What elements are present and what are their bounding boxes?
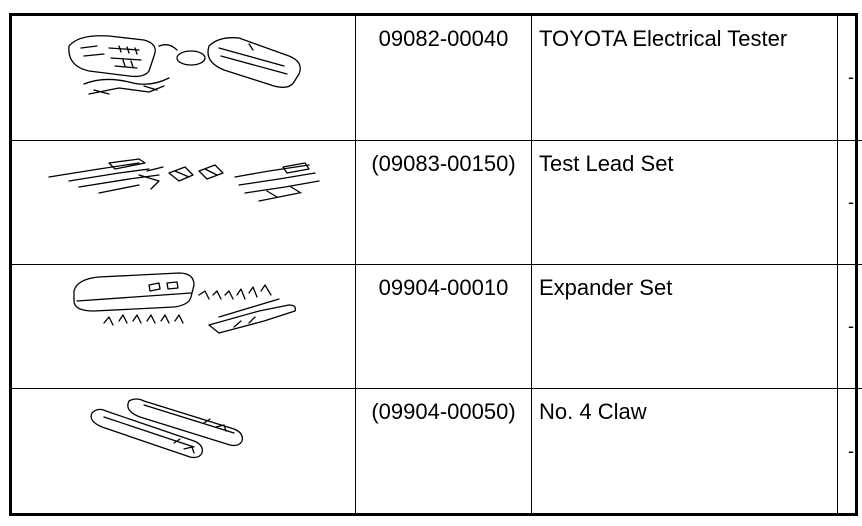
electrical-tester-icon <box>67 35 301 95</box>
tool-name: Expander Set <box>531 263 838 390</box>
table-row: (09904-00050) No. 4 Claw - <box>12 388 862 513</box>
note-cell: - <box>837 16 862 141</box>
note-cell: - <box>837 388 862 513</box>
tool-name: No. 4 Claw <box>531 388 838 513</box>
part-number: (09083-00150) <box>355 139 532 266</box>
special-tools-table: 09082-00040 TOYOTA Electrical Tester - <box>12 16 862 513</box>
part-number: (09904-00050) <box>355 388 532 513</box>
special-tools-table-frame: 09082-00040 TOYOTA Electrical Tester - <box>9 13 862 516</box>
tool-name: Test Lead Set <box>531 139 838 266</box>
expander-set-icon <box>72 272 296 334</box>
note-cell: - <box>837 263 862 390</box>
table-row: (09083-00150) Test Lead Set - <box>12 139 862 266</box>
claw-icon <box>89 398 243 459</box>
tool-illustration-cell <box>12 263 356 390</box>
table-row: 09082-00040 TOYOTA Electrical Tester - <box>12 16 862 141</box>
part-number: 09904-00010 <box>355 263 532 390</box>
tool-name: TOYOTA Electrical Tester <box>531 16 838 141</box>
table-row: 09904-00010 Expander Set - <box>12 263 862 390</box>
part-number: 09082-00040 <box>355 16 532 141</box>
tool-illustration-cell <box>12 139 356 266</box>
test-lead-set-icon <box>47 158 320 202</box>
tool-illustration-cell <box>12 16 356 141</box>
note-cell: - <box>837 139 862 266</box>
tool-illustration-cell <box>12 388 356 513</box>
